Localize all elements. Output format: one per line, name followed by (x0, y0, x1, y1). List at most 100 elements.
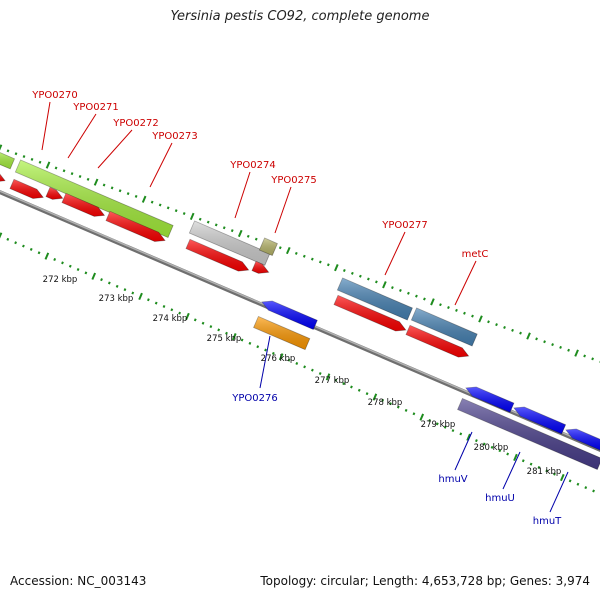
minor-tick (435, 422, 439, 426)
forward-gene-label: YPO0277 (381, 220, 427, 231)
minor-tick (490, 445, 494, 449)
minor-tick (54, 166, 58, 170)
scale-label: 281 kbp (527, 467, 562, 477)
forward-gene-callout-line (67, 113, 97, 159)
cds-reverse-arrow-shade (262, 301, 318, 330)
gene-bar-ypo0274-shade (189, 221, 270, 266)
minor-tick (495, 323, 498, 327)
reverse-gene-callout-line (549, 471, 569, 513)
cds-forward-arrow-shade (334, 295, 406, 331)
minor-tick (318, 260, 322, 264)
minor-tick (198, 217, 202, 221)
minor-tick (110, 186, 114, 190)
minor-tick (131, 291, 135, 295)
minor-tick (278, 246, 282, 250)
forward-gene-label: YPO0271 (72, 102, 118, 113)
genome-summary-text: Topology: circular; Length: 4,653,728 bp… (260, 574, 590, 588)
minor-tick (311, 368, 314, 372)
scale-label: 277 kbp (315, 376, 350, 386)
minor-tick (150, 200, 154, 204)
minor-tick (225, 331, 228, 335)
major-tick (430, 298, 435, 306)
minor-tick (375, 280, 378, 284)
major-tick (91, 272, 97, 280)
minor-tick (295, 361, 299, 365)
minor-tick (294, 251, 298, 255)
minor-tick (6, 149, 10, 153)
major-tick (382, 281, 387, 289)
minor-tick (134, 194, 138, 198)
minor-tick (535, 337, 538, 341)
minor-tick (217, 328, 221, 332)
minor-tick (412, 412, 416, 416)
major-tick (372, 393, 378, 401)
minor-tick (568, 479, 572, 483)
minor-tick (428, 418, 431, 422)
scale-label: 278 kbp (368, 398, 403, 408)
minor-tick (455, 308, 458, 312)
major-tick (185, 312, 190, 321)
forward-gene-label: YPO0275 (270, 175, 316, 186)
forward-gene-callout-line (234, 171, 251, 219)
major-tick (419, 413, 425, 421)
major-tick (513, 453, 518, 462)
minor-tick (38, 160, 42, 164)
major-tick (141, 195, 147, 203)
forward-gene-callout-line (149, 142, 173, 188)
minor-tick (240, 338, 244, 342)
major-tick (560, 473, 565, 482)
reverse-gene-callout-line (454, 431, 473, 471)
major-tick (45, 161, 51, 169)
scale-label: 273 kbp (99, 294, 134, 304)
gene-bar-metc-shade (411, 308, 478, 346)
cds-forward-arrow-shade (406, 325, 469, 358)
minor-tick (287, 358, 291, 362)
major-tick (93, 178, 99, 186)
cds-forward-arrow-shade (252, 261, 269, 274)
minor-tick (107, 281, 111, 285)
minor-tick (396, 405, 400, 409)
gene-bar-hmu-operon-shade (457, 398, 600, 470)
minor-tick (123, 288, 127, 292)
minor-tick (503, 325, 506, 329)
minor-tick (366, 277, 370, 281)
minor-tick (553, 472, 556, 476)
minor-tick (521, 459, 525, 463)
cds-forward-arrow-shade (0, 174, 5, 182)
cds-forward-arrow-shade (62, 193, 105, 217)
minor-tick (61, 261, 64, 265)
cds-forward-arrow-shade (186, 239, 249, 272)
major-tick (189, 212, 195, 220)
reverse-gene-label: hmuU (485, 493, 515, 504)
minor-tick (551, 343, 554, 347)
minor-tick (350, 271, 354, 275)
forward-gene-callout-line (97, 129, 133, 169)
scale-label: 280 kbp (474, 443, 509, 453)
major-tick (286, 246, 291, 255)
minor-tick (14, 152, 18, 156)
minor-tick (271, 351, 275, 355)
minor-tick (230, 229, 234, 233)
map-title: Yersinia pestis CO92, complete genome (170, 9, 430, 24)
reverse-gene-label: hmuT (533, 516, 562, 527)
minor-tick (166, 206, 170, 210)
reverse-gene-callout-line (502, 451, 521, 490)
minor-tick (264, 348, 267, 352)
minor-tick (29, 247, 33, 251)
minor-tick (248, 341, 252, 345)
minor-tick (170, 308, 174, 312)
major-tick (478, 315, 483, 323)
minor-tick (451, 429, 455, 433)
minor-tick (447, 306, 450, 310)
major-tick (0, 144, 3, 151)
minor-tick (439, 303, 442, 307)
minor-tick (482, 442, 486, 446)
minor-tick (423, 297, 426, 301)
minor-tick (591, 357, 595, 361)
minor-tick (154, 301, 158, 305)
minor-tick (404, 408, 408, 412)
minor-tick (201, 321, 205, 325)
minor-tick (463, 311, 466, 315)
forward-gene-label: YPO0270 (31, 90, 77, 101)
